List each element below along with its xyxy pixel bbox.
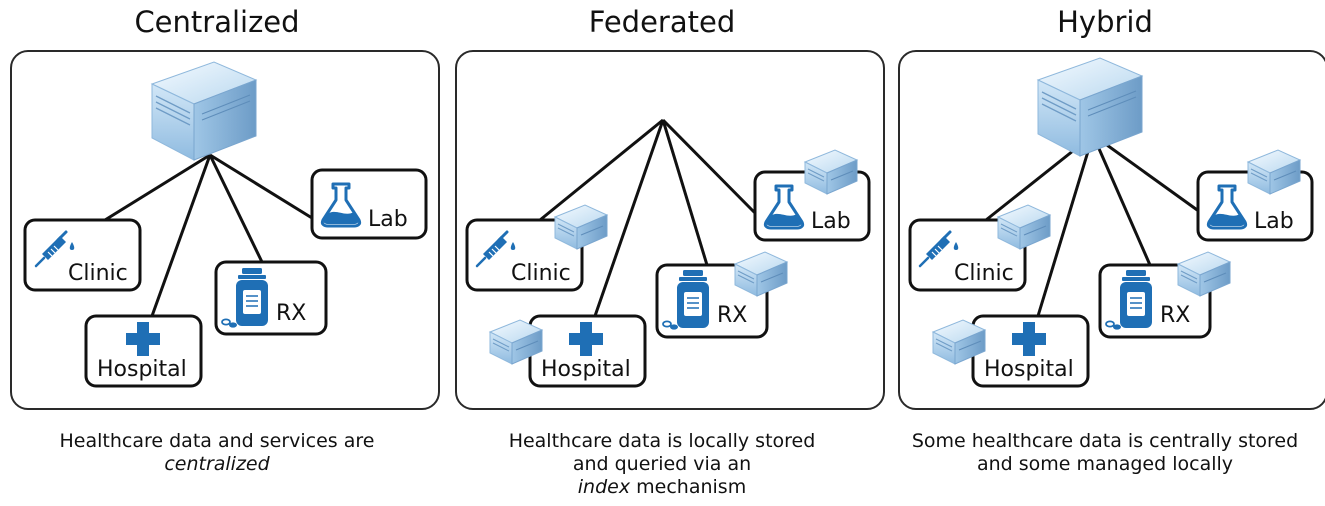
node-label-rx: RX: [1160, 303, 1190, 328]
caption-line-3: centralized: [164, 453, 270, 475]
centralized-diagram: Clinic Hospital RX Lab: [23, 61, 428, 388]
panel-title: Federated: [588, 5, 736, 39]
node-label-hospital: Hospital: [541, 357, 631, 382]
node-hospital: Hospital: [84, 314, 203, 388]
node-label-clinic: Clinic: [68, 261, 128, 286]
panel-frame: [898, 50, 1325, 410]
node-rx: RX: [655, 251, 788, 339]
caption-line-3: index mechanism: [577, 476, 747, 498]
panel-title: Centralized: [134, 5, 300, 39]
node-rx: RX: [1098, 251, 1231, 339]
caption-line-2: and queried via an: [572, 453, 752, 475]
caption-line-2: and some managed locally: [976, 453, 1234, 475]
panel-title: Hybrid: [1057, 5, 1153, 39]
node-clinic: Clinic: [465, 204, 608, 292]
node-hospital: Hospital: [489, 314, 647, 388]
central-server-icon: [1037, 57, 1143, 157]
node-label-hospital: Hospital: [984, 357, 1074, 382]
node-rx: RX: [214, 260, 328, 336]
local-server-icon: [554, 204, 608, 250]
node-clinic: Clinic: [23, 218, 142, 292]
node-hospital: Hospital: [932, 314, 1090, 388]
node-lab: Lab: [753, 149, 871, 242]
node-label-lab: Lab: [811, 209, 851, 234]
federated-diagram: Clinic Hospital RX Lab: [465, 118, 871, 388]
local-server-icon: [1177, 251, 1231, 297]
node-label-clinic: Clinic: [954, 261, 1014, 286]
node-label-rx: RX: [276, 301, 306, 326]
panel-caption: Some healthcare data is centrally stored…: [888, 430, 1322, 476]
hybrid-diagram: Clinic Hospital RX Lab: [908, 57, 1314, 388]
panel-caption: Healthcare data and services are central…: [0, 430, 434, 476]
node-lab: Lab: [1196, 149, 1314, 242]
caption-line-1: Healthcare data and services are: [59, 430, 375, 452]
caption-line-1: Healthcare data is locally stored: [508, 430, 816, 452]
local-server-icon: [734, 251, 788, 297]
node-label-rx: RX: [717, 303, 747, 328]
connection-lines: [104, 153, 313, 317]
connection-lines: [539, 118, 759, 317]
panel-frame: [10, 50, 440, 410]
node-label-hospital: Hospital: [97, 357, 187, 382]
node-label-clinic: Clinic: [511, 261, 571, 286]
panel-caption: Healthcare data is locally stored and qu…: [445, 430, 879, 499]
node-lab: Lab: [310, 168, 428, 240]
panel-centralized: Centralized Clinic Hospital RX Lab: [0, 0, 440, 506]
panel-federated: Federated Clinic Hospital RX: [445, 0, 885, 506]
node-label-lab: Lab: [368, 207, 408, 232]
panel-frame: [455, 50, 885, 410]
node-clinic: Clinic: [908, 204, 1051, 292]
node-label-lab: Lab: [1254, 209, 1294, 234]
panel-hybrid: Hybrid Clinic Hospital RX: [888, 0, 1325, 506]
caption-line-1: Some healthcare data is centrally stored: [911, 430, 1299, 452]
local-server-icon: [997, 204, 1051, 250]
central-server-icon: [151, 61, 257, 161]
